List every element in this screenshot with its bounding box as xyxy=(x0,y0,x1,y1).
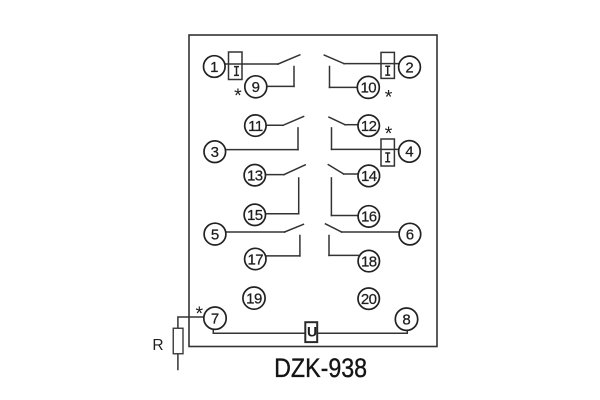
svg-text:20: 20 xyxy=(361,291,377,308)
svg-text:15: 15 xyxy=(247,207,263,224)
svg-text:4: 4 xyxy=(405,144,413,161)
svg-text:2: 2 xyxy=(405,59,413,76)
svg-text:*: * xyxy=(234,85,242,107)
svg-text:1: 1 xyxy=(210,59,218,76)
svg-text:DZK-938: DZK-938 xyxy=(274,353,367,383)
svg-text:12: 12 xyxy=(361,118,377,135)
svg-text:*: * xyxy=(385,86,393,108)
svg-text:7: 7 xyxy=(211,311,219,328)
svg-text:5: 5 xyxy=(211,226,219,243)
svg-text:17: 17 xyxy=(247,251,263,268)
svg-text:9: 9 xyxy=(252,79,260,96)
svg-text:19: 19 xyxy=(246,290,262,307)
svg-text:11: 11 xyxy=(248,118,263,135)
svg-text:16: 16 xyxy=(361,209,377,226)
svg-text:U: U xyxy=(307,324,317,340)
svg-text:R: R xyxy=(152,337,163,354)
svg-text:13: 13 xyxy=(247,168,263,185)
svg-text:14: 14 xyxy=(361,168,377,185)
svg-text:3: 3 xyxy=(211,144,219,161)
svg-text:*: * xyxy=(385,123,393,145)
svg-text:6: 6 xyxy=(406,226,414,243)
svg-text:10: 10 xyxy=(360,80,376,97)
svg-text:*: * xyxy=(196,303,204,325)
svg-text:8: 8 xyxy=(402,312,410,329)
svg-text:18: 18 xyxy=(361,253,377,270)
